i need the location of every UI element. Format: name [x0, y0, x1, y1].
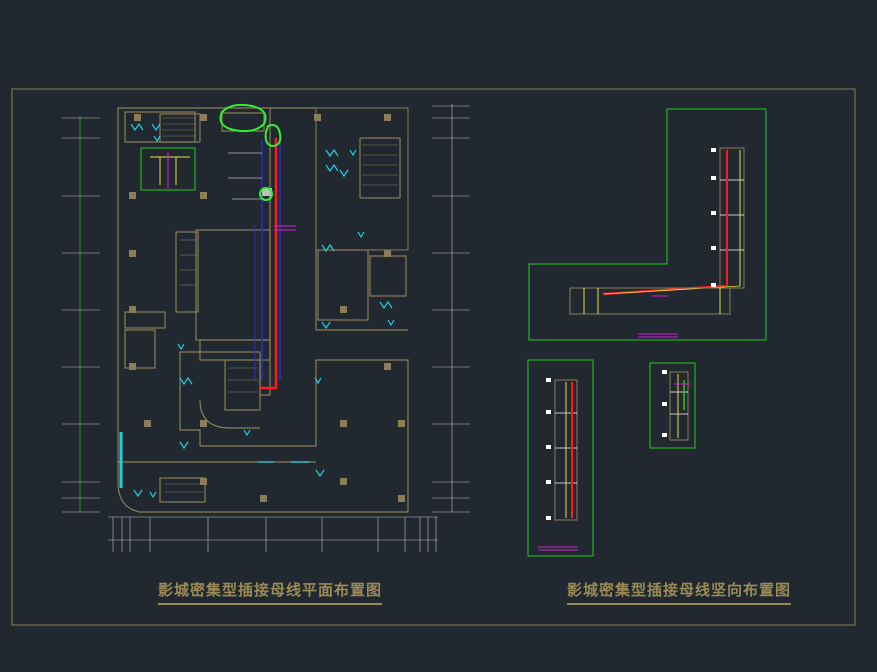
plan-title: 影城密集型插接母线平面布置图 [158, 579, 383, 605]
fixture-symbols [119, 122, 395, 499]
busbar-run [260, 138, 278, 390]
bottom-grid-axis [108, 516, 438, 552]
right-grid-axis [432, 104, 470, 513]
vertical-layout-left [527, 359, 594, 557]
markup-highlights [219, 103, 282, 201]
floor-plan [62, 104, 470, 552]
vertical-title: 影城密集型插接母线坚向布置图 [567, 579, 792, 605]
plan-inset-detail [140, 147, 196, 191]
building-outline [117, 107, 409, 513]
sheet-frame [11, 88, 856, 626]
cable-runs [228, 138, 296, 390]
left-grid-axis [62, 116, 100, 513]
vertical-layout-main [528, 108, 767, 341]
vertical-layout-small [649, 362, 696, 449]
